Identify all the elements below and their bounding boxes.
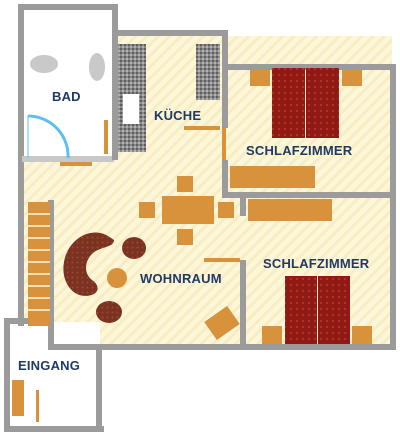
sink-right-icon — [89, 53, 105, 81]
kitchen-sink-icon — [123, 94, 139, 124]
room-label-bad: BAD — [52, 89, 81, 104]
nightstand-right-2 — [352, 326, 372, 344]
bedroom-1: SCHLAFZIMMER — [222, 68, 362, 188]
coffee-table — [107, 268, 127, 288]
side-cabinet — [204, 305, 240, 341]
stairs — [28, 202, 50, 326]
bedroom-2: SCHLAFZIMMER — [204, 199, 372, 344]
bedroom-2-door — [204, 258, 240, 262]
hall-door — [60, 162, 92, 166]
chair-top — [177, 176, 193, 192]
kitchen: KÜCHE — [118, 44, 220, 152]
bathroom-door — [104, 120, 108, 154]
room-label-wohnraum: WOHNRAUM — [140, 271, 222, 286]
entrance-door — [36, 390, 39, 422]
bed-right — [306, 68, 339, 138]
nightstand-left-2 — [262, 326, 282, 344]
kitchen-counter-right — [196, 44, 220, 100]
nightstand-right — [342, 70, 362, 86]
sink-left-icon — [30, 55, 58, 73]
bathroom: BAD — [27, 53, 108, 159]
room-label-schlafzimmer-1: SCHLAFZIMMER — [246, 143, 353, 158]
room-label-schlafzimmer-2: SCHLAFZIMMER — [263, 256, 370, 271]
walls — [4, 4, 396, 432]
living-room: WOHNRAUM — [63, 176, 240, 341]
bed-left-2 — [285, 276, 317, 344]
armchair-bottom — [96, 301, 122, 323]
wardrobe-2 — [248, 199, 332, 221]
bedroom-1-door — [222, 128, 226, 160]
bed-left — [272, 68, 305, 138]
room-label-kueche: KÜCHE — [154, 108, 201, 123]
chair-bottom — [177, 229, 193, 245]
chair-right — [218, 202, 234, 218]
armchair-top — [122, 237, 146, 259]
shower-door-icon — [27, 114, 70, 159]
nightstand-left — [250, 70, 270, 86]
chair-left — [139, 202, 155, 218]
entrance-wardrobe — [12, 380, 24, 416]
bathroom-floor-overlay — [22, 8, 114, 160]
bed-right-2 — [318, 276, 350, 344]
dining-table — [162, 196, 214, 224]
room-label-eingang: EINGANG — [18, 358, 80, 373]
wardrobe-1 — [230, 166, 315, 188]
kitchen-door — [184, 126, 220, 130]
curved-sofa — [63, 232, 114, 296]
hall — [28, 162, 92, 326]
entrance: EINGANG — [12, 358, 80, 422]
